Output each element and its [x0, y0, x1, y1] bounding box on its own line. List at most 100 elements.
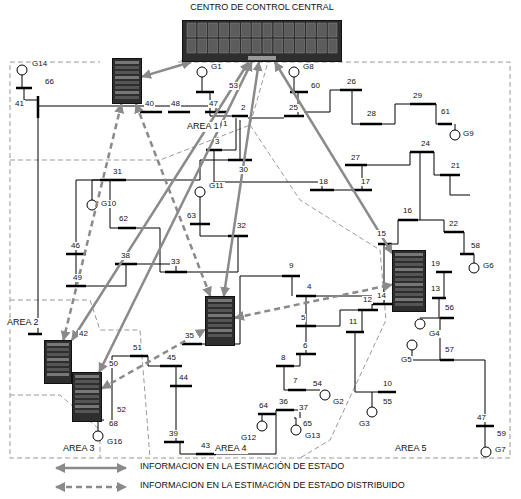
- legend-sample: [50, 481, 150, 493]
- generator-label: G2: [332, 398, 345, 406]
- bus-number: 33: [170, 258, 181, 266]
- generator-label: G7: [494, 446, 507, 454]
- bus-number: 27: [350, 154, 361, 162]
- bus-number: 4: [306, 283, 312, 291]
- bus-number: 21: [450, 162, 461, 170]
- server-slot: [47, 373, 69, 376]
- server-slot: [395, 283, 423, 286]
- bus-bar: [276, 276, 396, 392]
- server-slot: [75, 400, 99, 403]
- server-module: [252, 23, 261, 37]
- server-slot: [115, 71, 139, 74]
- generator-label: G4: [428, 330, 441, 338]
- generator-label: G8: [302, 63, 315, 71]
- server-slot: [115, 76, 139, 79]
- generator-label: G13: [304, 432, 321, 440]
- server-module: [328, 23, 337, 37]
- server-slot: [75, 405, 99, 408]
- server-module: [220, 39, 229, 53]
- bus-number: 26: [346, 78, 357, 86]
- server-slot: [75, 380, 99, 383]
- server-module: [263, 39, 272, 53]
- server-icon: [392, 250, 426, 312]
- server-slot: [208, 314, 232, 317]
- control-center-server: CENTRO DE CONTROL CENTRAL: [182, 20, 342, 62]
- generator-label: G9: [462, 130, 475, 138]
- server-slot: [395, 268, 423, 271]
- generator-label: G12: [240, 434, 257, 442]
- central-link: [99, 62, 251, 372]
- bus-number: 58: [470, 242, 481, 250]
- bus-number: 52: [116, 406, 127, 414]
- bus-number: 28: [366, 110, 377, 118]
- generator-symbol: [450, 130, 460, 140]
- server-slot: [115, 81, 139, 84]
- generator-symbol: [197, 67, 207, 77]
- legend-sample: [50, 462, 150, 474]
- area-label: AREA 4: [214, 444, 248, 454]
- bus-number: 3: [214, 138, 220, 146]
- legend-text: INFORMACION EN LA ESTIMACIÓN DE ESTADO D…: [140, 480, 405, 490]
- server-slot: [115, 66, 139, 69]
- bus-number: 47: [476, 414, 487, 422]
- server-module: [296, 23, 305, 37]
- generator-symbol: [289, 67, 299, 77]
- bus-number: 13: [430, 285, 441, 293]
- bus-number: 1: [222, 120, 228, 128]
- server-module: [230, 39, 239, 53]
- server-slot: [395, 293, 423, 296]
- server-slot: [395, 273, 423, 276]
- transmission-line: [334, 152, 474, 263]
- bus-number: 60: [310, 82, 321, 90]
- bus-number: 68: [108, 420, 119, 428]
- server-module: [187, 23, 196, 37]
- server-module: [274, 23, 283, 37]
- server-slot: [47, 368, 69, 371]
- server-module: [285, 39, 294, 53]
- bus-number: 22: [448, 220, 459, 228]
- server-body: [183, 21, 342, 62]
- server-module: [296, 39, 305, 53]
- bus-number: 45: [166, 354, 177, 362]
- server-slot: [47, 358, 69, 361]
- area-server: AREA 5: [392, 250, 426, 312]
- server-slot: [395, 298, 423, 301]
- server-module: [209, 23, 218, 37]
- server-body: [206, 297, 235, 346]
- server-body: [113, 59, 142, 104]
- area-label: AREA 2: [6, 318, 40, 328]
- area-boundary: [10, 62, 510, 458]
- bus-number: 55: [382, 398, 393, 406]
- bus-number: 48: [170, 100, 181, 108]
- server-slot: [115, 96, 139, 99]
- generator-label: G5: [400, 356, 413, 364]
- area-label: AREA 3: [62, 444, 96, 454]
- server-slot: [75, 395, 99, 398]
- generator-symbol: [407, 340, 417, 350]
- server-slot: [47, 353, 69, 356]
- transmission-line: [284, 244, 384, 407]
- bus-number: 39: [168, 430, 179, 438]
- server-slot: [47, 363, 69, 366]
- server-icon: [205, 296, 235, 346]
- bus-number: 37: [298, 404, 309, 412]
- bus-number: 5: [300, 314, 306, 322]
- bus-number: 46: [70, 242, 81, 250]
- bus-number: 18: [318, 178, 329, 186]
- transmission-line: [92, 118, 322, 272]
- generator-label: G10: [100, 200, 117, 208]
- server-body: [45, 341, 72, 384]
- server-slot: [115, 86, 139, 89]
- area-label: AREA 1: [186, 122, 220, 132]
- server-module: [230, 23, 239, 37]
- server-module: [263, 23, 272, 37]
- server-icon: [72, 372, 102, 422]
- area-boundary: [10, 62, 510, 458]
- server-slot: [395, 278, 423, 281]
- bus-number: 65: [302, 420, 313, 428]
- server-slot: [395, 263, 423, 266]
- bus-number: 2: [240, 104, 246, 112]
- server-slot: [115, 91, 139, 94]
- bus-number: 61: [440, 108, 451, 116]
- area-boundary: [10, 62, 268, 160]
